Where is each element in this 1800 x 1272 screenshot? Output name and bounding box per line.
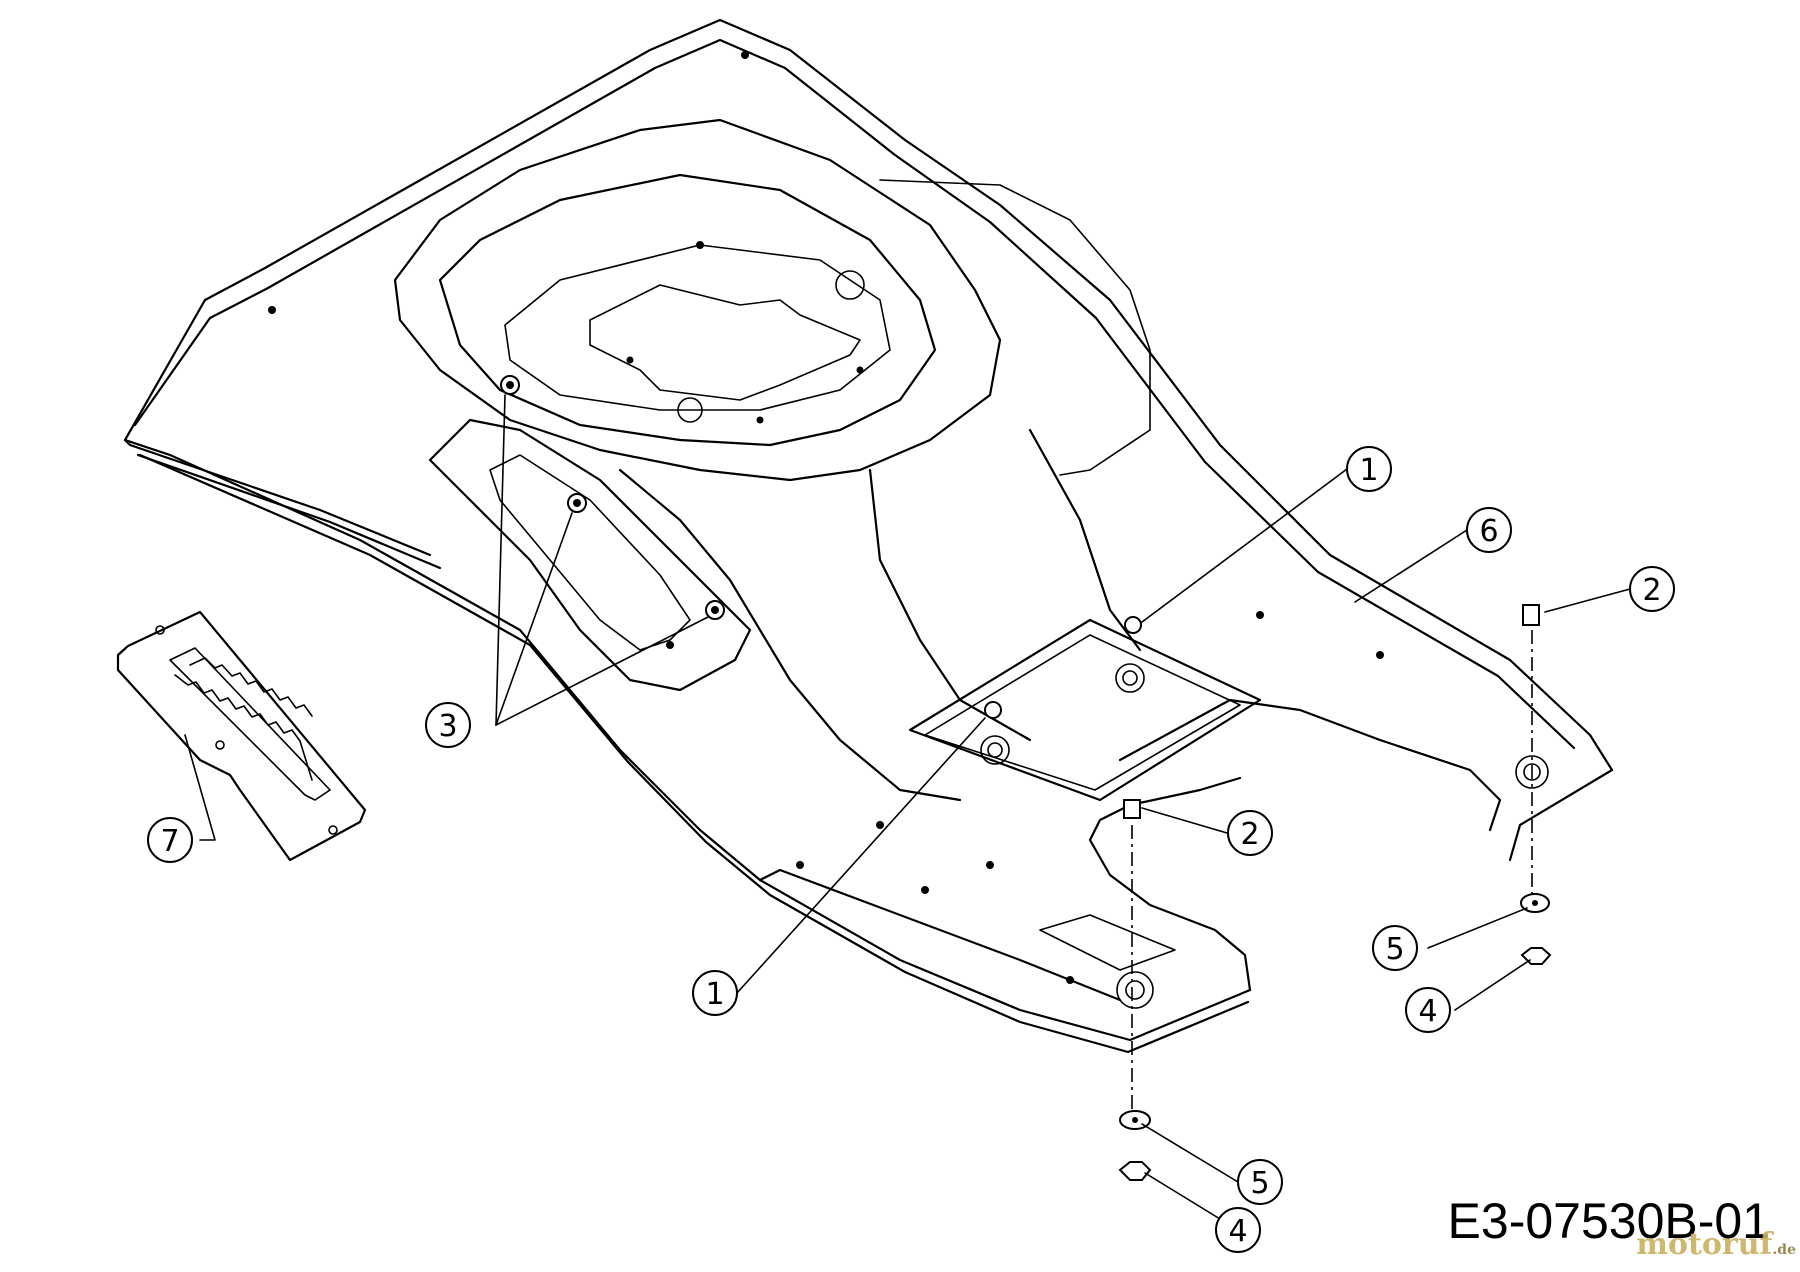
screw-icon xyxy=(500,375,1552,1181)
callout-4-bottom: 4 xyxy=(1215,1207,1261,1253)
svg-text:1: 1 xyxy=(705,977,724,1012)
watermark-brand: motoruf xyxy=(1636,1227,1773,1262)
drawing-number: E3-07530B-01 xyxy=(1447,1193,1770,1249)
svg-text:5: 5 xyxy=(1385,932,1404,967)
callout-3: 3 xyxy=(425,702,471,748)
callout-5-bottom: 5 xyxy=(1237,1159,1283,1205)
fender-body xyxy=(123,18,1614,1054)
svg-text:6: 6 xyxy=(1479,514,1498,549)
watermark-suffix: .de xyxy=(1772,1242,1796,1258)
svg-text:1: 1 xyxy=(1359,453,1378,488)
svg-text:3: 3 xyxy=(438,709,457,744)
callout-1-top: 1 xyxy=(1346,446,1392,492)
svg-text:2: 2 xyxy=(1240,817,1259,852)
svg-text:4: 4 xyxy=(1228,1214,1247,1249)
callout-1-bottom: 1 xyxy=(692,970,738,1016)
svg-text:7: 7 xyxy=(160,824,179,859)
callout-4-right: 4 xyxy=(1405,987,1451,1033)
callout-6: 6 xyxy=(1466,507,1512,553)
svg-text:2: 2 xyxy=(1642,573,1661,608)
callout-2-right: 2 xyxy=(1629,566,1675,612)
callout-7: 7 xyxy=(147,817,193,863)
svg-text:5: 5 xyxy=(1250,1166,1269,1201)
callout-5-right: 5 xyxy=(1372,925,1418,971)
height-indicator-plate xyxy=(116,610,367,862)
watermark-logo: motoruf.de xyxy=(1636,1227,1796,1262)
leader-lines xyxy=(184,394,1631,1231)
callout-2-center: 2 xyxy=(1227,810,1273,856)
svg-text:4: 4 xyxy=(1418,994,1437,1029)
